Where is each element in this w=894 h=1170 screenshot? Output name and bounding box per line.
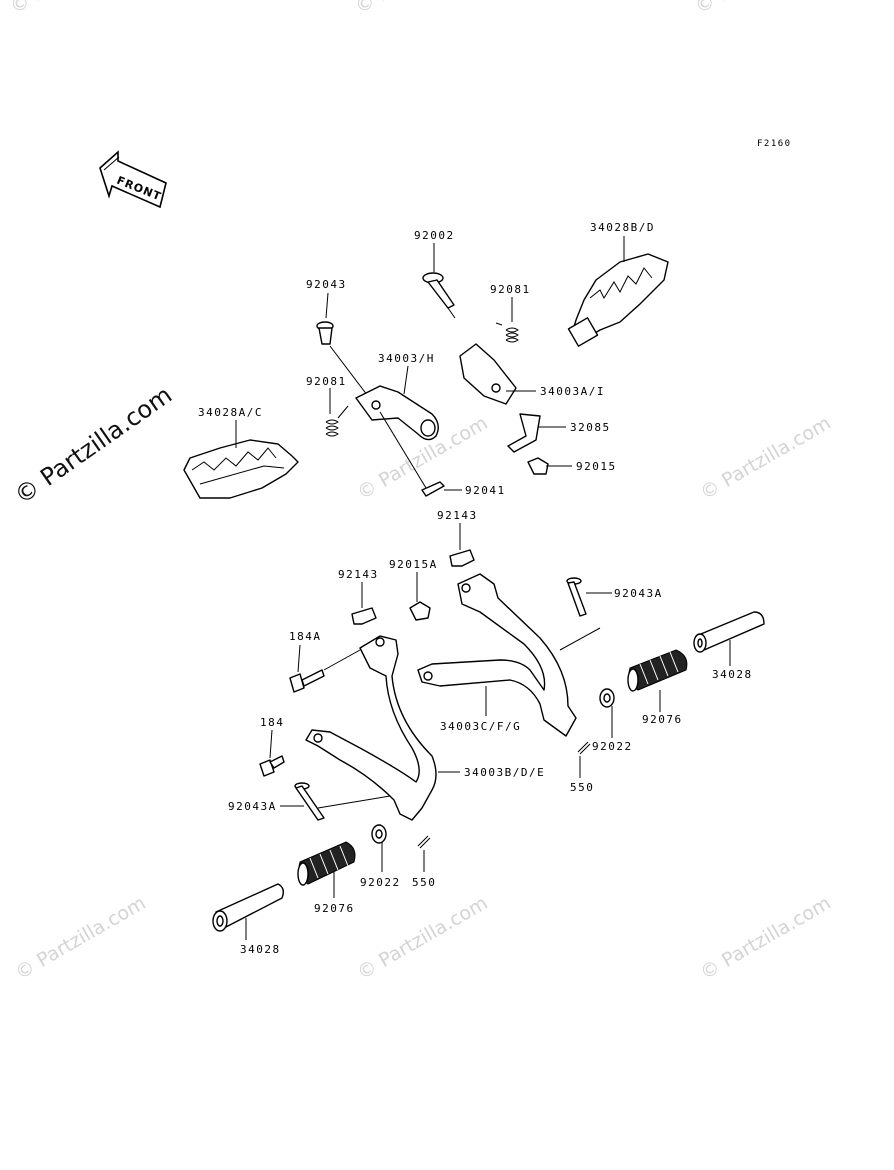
label-34028bd: 34028B/D	[590, 221, 655, 234]
label-92002: 92002	[414, 229, 455, 242]
label-92022-right: 92022	[592, 740, 633, 753]
clip-92143-lower	[351, 607, 377, 625]
label-92043: 92043	[306, 278, 347, 291]
clip-92143-upper	[449, 549, 475, 567]
watermark-bottom-right: © Partzilla.com	[697, 892, 835, 984]
label-92015a: 92015A	[389, 558, 438, 571]
label-34028-left: 34028	[240, 943, 281, 956]
label-92081-right: 92081	[490, 283, 531, 296]
watermark-top-left: © Partzilla.com	[7, 0, 145, 18]
footpeg-34028bd	[567, 253, 669, 347]
figure-code: F2160	[757, 139, 792, 149]
rubber-92076-right	[627, 649, 688, 692]
footpeg-34028ac	[183, 439, 299, 499]
watermark-top-center: © Partzilla.com	[352, 0, 490, 18]
cotter-550-left	[417, 835, 431, 849]
label-34003bde: 34003B/D/E	[464, 766, 545, 779]
cotter-92041	[421, 481, 445, 497]
front-arrow-icon: FRONT	[99, 150, 167, 209]
peg-34028-left	[212, 883, 285, 932]
cotter-550-right	[577, 741, 591, 755]
pin-92043a-left	[294, 782, 325, 821]
label-550-right: 550	[570, 781, 594, 794]
nut-92015	[527, 457, 549, 475]
watermark-side: © Partzilla.com	[9, 381, 177, 510]
label-92043a-right: 92043A	[614, 587, 663, 600]
label-34028-right: 34028	[712, 668, 753, 681]
step-arm-34003bde	[305, 635, 437, 821]
label-92041: 92041	[465, 484, 506, 497]
spring-92081-left	[325, 405, 349, 437]
label-34003h: 34003/H	[378, 352, 435, 365]
washer-92022-left	[371, 824, 387, 844]
label-184: 184	[260, 716, 284, 729]
spring-92081-right	[495, 322, 519, 343]
nut-92015a	[409, 601, 431, 621]
watermark-bottom-center: © Partzilla.com	[354, 892, 492, 984]
label-34003ai: 34003A/I	[540, 385, 605, 398]
bolt-184a	[289, 669, 325, 693]
rubber-92076-left	[297, 841, 356, 886]
label-32085: 32085	[570, 421, 611, 434]
label-550-left: 550	[412, 876, 436, 889]
bracket-34003h	[355, 385, 439, 441]
label-92022-left: 92022	[360, 876, 401, 889]
watermarks: © Partzilla.com © Partzilla.com © Partzi…	[7, 0, 835, 984]
label-34028ac: 34028A/C	[198, 406, 263, 419]
watermark-top-right: © Partzilla.com	[692, 0, 830, 18]
label-92143-lower: 92143	[338, 568, 379, 581]
label-184a: 184A	[289, 630, 322, 643]
watermark-bottom-left: © Partzilla.com	[12, 892, 150, 984]
pin-92043a-right	[566, 577, 587, 617]
step-arm-34003cfg	[417, 573, 577, 737]
bolt-184	[259, 755, 285, 777]
label-92081-left: 92081	[306, 375, 347, 388]
washer-92022-right	[599, 688, 615, 708]
label-92015: 92015	[576, 460, 617, 473]
label-92043a-left: 92043A	[228, 800, 277, 813]
label-92076-left: 92076	[314, 902, 355, 915]
bracket-34003ai	[459, 343, 517, 405]
part-labels: 92002 34028B/D 92043 92081 34003/H 34003…	[198, 221, 753, 956]
plate-32085	[507, 413, 541, 453]
label-92076-right: 92076	[642, 713, 683, 726]
label-92143-upper: 92143	[437, 509, 478, 522]
pin-92043	[316, 321, 334, 345]
label-34003cfg: 34003C/F/G	[440, 720, 521, 733]
peg-34028-right	[693, 611, 765, 653]
watermark-mid-right: © Partzilla.com	[697, 412, 835, 504]
bolt-92002	[422, 272, 456, 319]
